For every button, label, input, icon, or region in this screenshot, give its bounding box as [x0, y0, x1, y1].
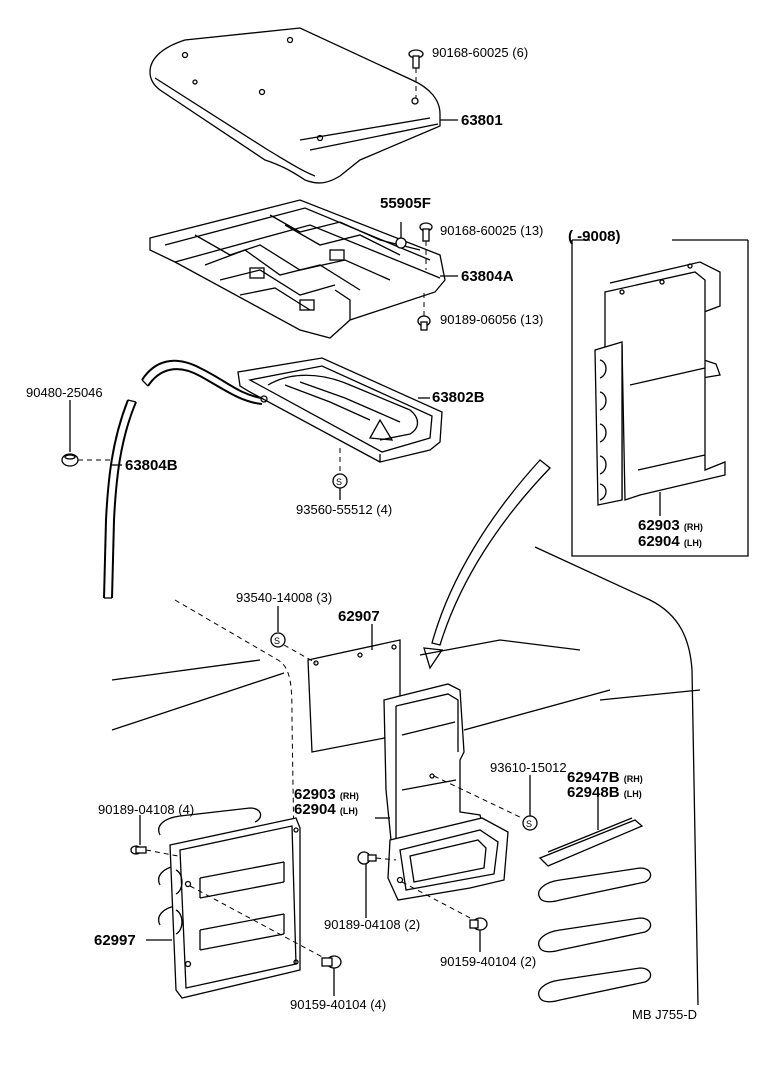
label-screw-93610: 93610-15012 [490, 760, 567, 775]
body-outline [111, 546, 701, 1006]
cover-63801 [149, 27, 441, 184]
hose-63804b [103, 359, 263, 599]
grommet-90480 [61, 400, 110, 467]
screw-93540: S [270, 606, 286, 648]
label-duct-rh: 62903 (RH) [294, 786, 359, 803]
inset-box [571, 239, 749, 557]
label-screw-mid: 90189-06056 (13) [440, 312, 544, 327]
arrow-callout [423, 459, 551, 670]
label-grommet: 90480-25046 [26, 385, 103, 400]
garnish-62947b [538, 795, 644, 867]
grille-62997 [146, 817, 301, 999]
label-inset-range: ( -9008) [568, 228, 621, 245]
bolt-bottom-90159 [321, 955, 342, 996]
screw-left-90189 [130, 815, 179, 857]
svg-text:S: S [274, 636, 280, 646]
label-bolt-top: 90168-60025 (6) [432, 45, 529, 60]
svg-text:S: S [526, 819, 532, 829]
label-frame-63804a: 63804A [461, 268, 514, 285]
label-bolt-bottom: 90159-40104 (4) [290, 997, 387, 1012]
label-duct-lh: 62904 (LH) [294, 801, 358, 818]
frame-63804a [149, 199, 446, 339]
footer-code: MB J755-D [632, 1007, 698, 1022]
bolt-top-90168 [408, 49, 424, 98]
svg-text:S: S [336, 477, 342, 487]
label-housing-63802b: 63802B [432, 389, 485, 406]
housing-63802b [237, 357, 443, 463]
label-hose-63804b: 63804B [125, 457, 178, 474]
screw-mid-90189 [417, 292, 431, 331]
label-garnish-rh: 62947B (RH) [567, 769, 643, 786]
label-screw-93540: 93540-14008 (3) [236, 590, 333, 605]
label-inset-rh: 62903 (RH) [638, 517, 703, 534]
label-bolt-mid: 90168-60025 (13) [440, 223, 544, 238]
label-screw-left: 90189-04108 (4) [98, 802, 195, 817]
label-grille-62997: 62997 [94, 932, 136, 949]
label-plate-62907: 62907 [338, 608, 380, 625]
label-screw-93560: 93560-55512 (4) [296, 502, 393, 517]
screw-duct-90189 [357, 851, 397, 918]
screw-93610: S [522, 775, 538, 831]
vent-slots-right [538, 867, 652, 1003]
bolt-duct-90159 [401, 881, 488, 952]
clip-55905f [395, 222, 407, 249]
bolt-mid-90168 [419, 222, 433, 270]
label-clip-55905f: 55905F [380, 195, 431, 212]
label-inset-lh: 62904 (LH) [638, 533, 702, 550]
screw-93560: S [332, 448, 348, 500]
label-bolt-duct: 90159-40104 (2) [440, 954, 537, 969]
label-cover-63801: 63801 [461, 112, 503, 129]
plate-62907 [283, 624, 401, 753]
label-garnish-lh: 62948B (LH) [567, 784, 642, 801]
label-screw-duct: 90189-04108 (2) [324, 917, 421, 932]
